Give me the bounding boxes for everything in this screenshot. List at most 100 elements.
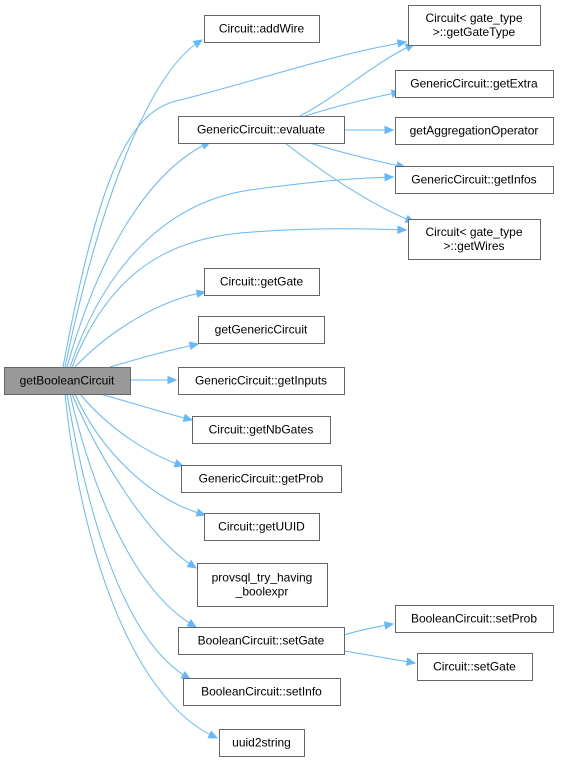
node-label: GenericCircuit::getInfos — [411, 173, 536, 187]
edge-root-to-getWires — [71, 228, 407, 368]
node-box[interactable] — [204, 268, 320, 296]
node-label: getAggregationOperator — [410, 124, 539, 138]
node-provsql[interactable]: provsql_try_having_boolexpr — [197, 563, 328, 607]
node-label: getGenericCircuit — [215, 323, 308, 337]
node-box[interactable] — [178, 627, 345, 655]
node-label: Circuit< gate_type — [425, 11, 522, 25]
arrowhead-root-to-getNbGates — [182, 413, 194, 423]
node-label: Circuit::getNbGates — [209, 423, 314, 437]
arrowhead-root-to-getWires — [397, 225, 408, 234]
node-label: _boolexpr — [235, 585, 289, 599]
node-label: GenericCircuit::getInputs — [195, 374, 327, 388]
arrowhead-bcSetGate-to-setProb — [383, 621, 395, 630]
node-box[interactable] — [197, 563, 328, 607]
node-setProb[interactable]: BooleanCircuit::setProb — [395, 605, 554, 633]
node-box[interactable] — [183, 678, 341, 706]
node-label: provsql_try_having — [212, 571, 313, 585]
edge-root-to-uuid2string — [64, 393, 218, 739]
arrowhead-root-to-bcSetGate — [186, 618, 198, 628]
node-box[interactable] — [408, 5, 541, 46]
node-evaluate[interactable]: GenericCircuit::evaluate — [178, 116, 345, 144]
node-box[interactable] — [198, 316, 325, 344]
node-label: Circuit::addWire — [219, 22, 305, 36]
edge-evaluate-to-getInfos — [309, 142, 406, 168]
edge-root-to-getInfos — [69, 176, 394, 368]
arrowhead-root-to-getProb — [173, 459, 185, 468]
node-label: GenericCircuit::getProb — [199, 472, 324, 486]
node-getInputs[interactable]: GenericCircuit::getInputs — [178, 367, 345, 395]
edge-root-to-addWire — [64, 39, 203, 368]
node-getNbGates[interactable]: Circuit::getNbGates — [192, 416, 331, 444]
node-label: Circuit::getGate — [220, 275, 304, 289]
edge-root-to-bcSetGate — [69, 393, 197, 628]
node-label: getBooleanCircuit — [20, 374, 115, 388]
node-box[interactable] — [395, 605, 554, 633]
node-root[interactable]: getBooleanCircuit — [4, 367, 131, 395]
node-box[interactable] — [181, 465, 342, 493]
arrowhead-root-to-getGenericCircuit — [188, 341, 200, 350]
node-cSetGate[interactable]: Circuit::setGate — [417, 653, 533, 681]
arrowhead-root-to-getInputs — [167, 375, 178, 385]
node-box[interactable] — [417, 653, 533, 681]
arrowhead-root-to-setInfo — [180, 670, 192, 680]
arrowhead-root-to-provsql — [186, 559, 198, 569]
node-getGenericCircuit[interactable]: getGenericCircuit — [198, 316, 325, 344]
edges-layer — [62, 39, 417, 739]
node-box[interactable] — [408, 219, 541, 260]
arrowhead-root-to-uuid2string — [207, 730, 219, 739]
edge-root-to-getGateType — [62, 41, 407, 368]
node-label: uuid2string — [232, 736, 291, 750]
node-label: GenericCircuit::getExtra — [410, 77, 538, 91]
node-getExtra[interactable]: GenericCircuit::getExtra — [395, 70, 554, 98]
node-label: Circuit::getUUID — [218, 520, 305, 534]
edge-evaluate-to-getGateType — [299, 43, 415, 117]
node-box[interactable] — [204, 513, 320, 541]
node-label: Circuit< gate_type — [425, 225, 522, 239]
node-box[interactable] — [395, 166, 554, 194]
edge-root-to-provsql — [71, 393, 197, 569]
node-getGate[interactable]: Circuit::getGate — [204, 268, 320, 296]
arrowhead-root-to-addWire — [192, 39, 204, 49]
edge-bcSetGate-to-cSetGate — [343, 650, 416, 664]
node-getGateType[interactable]: Circuit< gate_type>::getGateType — [408, 5, 541, 46]
node-uuid2string[interactable]: uuid2string — [219, 729, 305, 757]
edge-root-to-getGate — [74, 291, 206, 368]
node-bcSetGate[interactable]: BooleanCircuit::setGate — [178, 627, 345, 655]
node-box[interactable] — [4, 367, 131, 395]
node-addWire[interactable]: Circuit::addWire — [204, 15, 320, 43]
node-box[interactable] — [192, 416, 331, 444]
edge-root-to-setInfo — [66, 393, 191, 680]
node-box[interactable] — [204, 15, 320, 43]
node-box[interactable] — [395, 70, 554, 98]
edge-evaluate-to-getWires — [284, 142, 415, 223]
edge-root-to-getGenericCircuit — [109, 343, 199, 368]
node-getInfos[interactable]: GenericCircuit::getInfos — [395, 166, 554, 194]
node-setInfo[interactable]: BooleanCircuit::setInfo — [183, 678, 341, 706]
node-label: BooleanCircuit::setGate — [198, 634, 325, 648]
node-getProb[interactable]: GenericCircuit::getProb — [181, 465, 342, 493]
node-box[interactable] — [178, 116, 345, 144]
edge-evaluate-to-getExtra — [304, 91, 401, 117]
arrowhead-root-to-getGate — [195, 289, 207, 298]
node-getUUID[interactable]: Circuit::getUUID — [204, 513, 320, 541]
node-getWires[interactable]: Circuit< gate_type>::getWires — [408, 219, 541, 260]
node-label: BooleanCircuit::setProb — [411, 612, 537, 626]
node-getAggregationOperator[interactable]: getAggregationOperator — [395, 117, 554, 145]
node-box[interactable] — [178, 367, 345, 395]
edge-root-to-getNbGates — [99, 393, 193, 421]
edge-root-to-getUUID — [74, 393, 206, 516]
arrowhead-evaluate-to-getAggregationOperator — [384, 125, 395, 135]
arrowhead-root-to-getGateType — [396, 39, 408, 48]
edge-root-to-evaluate — [66, 141, 211, 368]
arrowhead-bcSetGate-to-cSetGate — [405, 657, 417, 666]
node-box[interactable] — [395, 117, 554, 145]
node-label: >::getWires — [443, 239, 504, 253]
node-box[interactable] — [219, 729, 305, 757]
node-label: BooleanCircuit::setInfo — [201, 685, 322, 699]
arrowhead-root-to-getUUID — [195, 508, 207, 517]
node-label: GenericCircuit::evaluate — [197, 123, 325, 137]
edge-root-to-getProb — [79, 393, 184, 467]
node-label: Circuit::setGate — [433, 660, 516, 674]
arrowhead-root-to-getInfos — [384, 172, 395, 182]
